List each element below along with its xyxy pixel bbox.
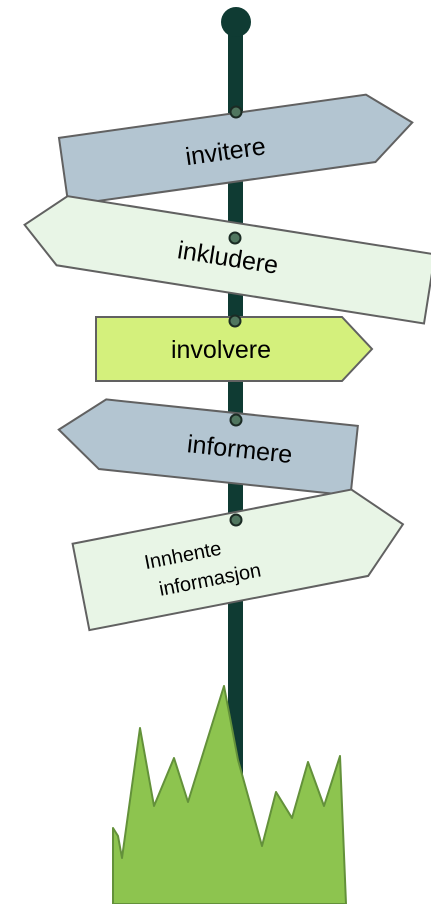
pole-top-cap xyxy=(221,7,251,37)
sign-informere: informere xyxy=(57,398,359,497)
sign-invitere: invitere xyxy=(57,93,414,207)
sign-inkludere: inkludere xyxy=(23,195,431,325)
nail-informere xyxy=(229,413,243,427)
grass-shape xyxy=(112,685,347,904)
sign-involvere-label: involvere xyxy=(171,336,271,364)
sign-involvere: involvere xyxy=(95,316,374,382)
nail-inkludere xyxy=(228,231,242,245)
nail-innhente xyxy=(229,513,243,527)
sign-inkludere-board xyxy=(23,195,431,325)
nail-invitere xyxy=(229,105,243,119)
sign-innhente-board xyxy=(71,488,405,632)
sign-invitere-board xyxy=(57,93,414,207)
sign-innhente-informasjon: Innhente informasjon xyxy=(71,488,405,632)
sign-involvere-board xyxy=(95,316,374,382)
sign-informere-board xyxy=(57,398,359,497)
grass-tuft xyxy=(112,685,347,904)
nail-involvere xyxy=(228,314,242,328)
